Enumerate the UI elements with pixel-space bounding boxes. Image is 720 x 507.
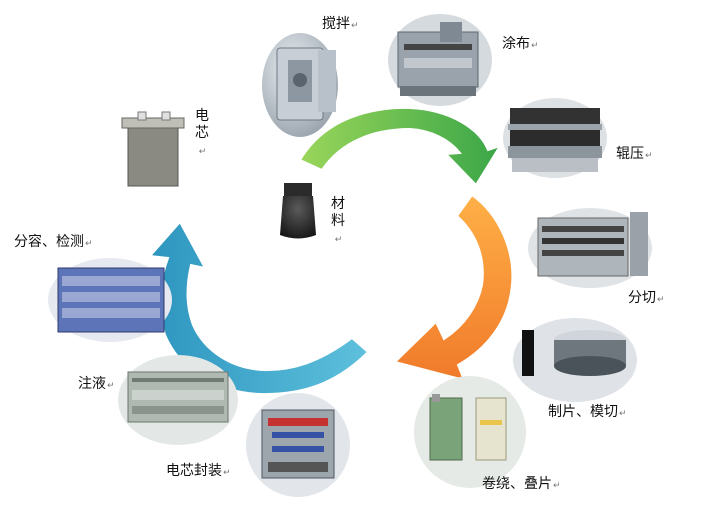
step-label-mixing: 搅拌↵ <box>322 16 359 32</box>
step-label-slitting: 分切↵ <box>628 290 665 306</box>
center-label-material: 材料↵ <box>331 196 345 245</box>
step-label-formation-testing: 分容、检测↵ <box>14 234 93 250</box>
material-jar-icon <box>280 183 316 239</box>
cell-packaging-machine-icon <box>246 393 350 497</box>
wound-cell-icon <box>414 376 526 488</box>
electrolyte-filling-machine-icon <box>118 355 238 445</box>
step-label-winding-stacking: 卷绕、叠片↵ <box>482 476 561 492</box>
step-label-cell-packaging: 电芯封装↵ <box>166 463 231 479</box>
step-label-coating: 涂布↵ <box>502 36 539 52</box>
slitting-machine-icon <box>528 208 652 288</box>
green-arrow <box>298 106 503 187</box>
step-label-tab-die-cut: 制片、模切↵ <box>548 404 627 420</box>
mixer-machine-icon <box>262 33 338 137</box>
step-label-cell: 电芯↵ <box>195 108 209 157</box>
step-label-rolling: 辊压↵ <box>616 146 653 162</box>
step-label-electrolyte-filling: 注液↵ <box>78 376 115 392</box>
roller-press-icon <box>503 98 607 178</box>
blue-arrow <box>147 220 370 396</box>
coating-machine-icon <box>388 14 492 106</box>
battery-cell-icon <box>121 111 185 187</box>
formation-testing-rack-icon <box>48 258 172 342</box>
orange-arrow <box>393 193 514 382</box>
die-cut-electrode-icon <box>513 318 637 402</box>
